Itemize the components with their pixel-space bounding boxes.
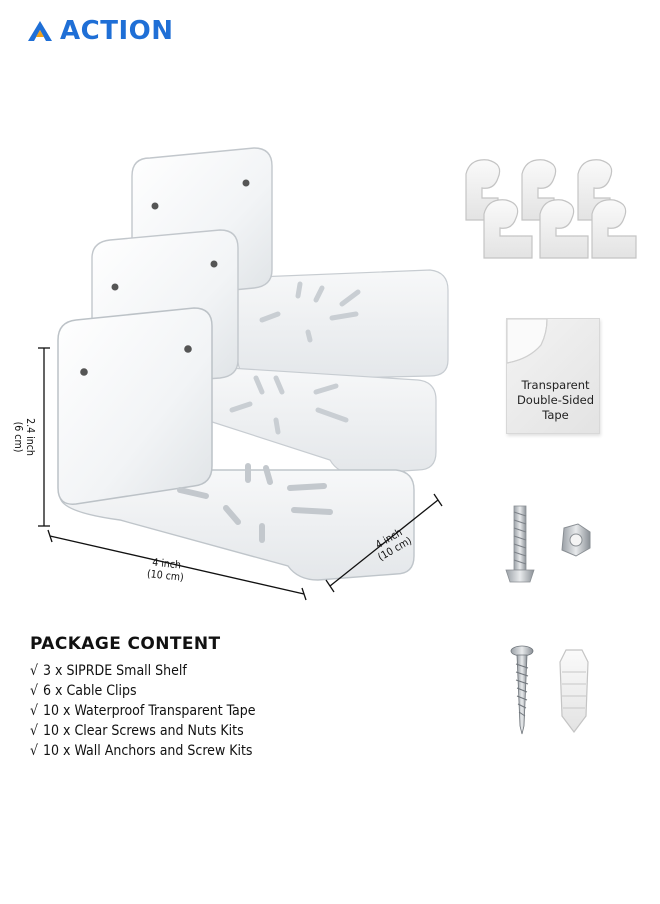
check-mark: √ — [30, 723, 39, 739]
brand: ACTION — [26, 16, 173, 46]
cable-clip-icon — [465, 159, 637, 259]
check-mark: √ — [30, 743, 39, 759]
acrylic-shelf-icon — [57, 147, 449, 581]
package-content: PACKAGE CONTENT √ 3 x SIPRDE Small Shelf… — [30, 634, 255, 761]
bolt-icon — [505, 505, 535, 583]
list-item: √ 10 x Wall Anchors and Screw Kits — [30, 743, 253, 759]
package-title: PACKAGE CONTENT — [30, 634, 221, 654]
dimension-lines — [38, 347, 443, 601]
list-item: √ 10 x Waterproof Transparent Tape — [30, 703, 256, 719]
package-list: √ 3 x SIPRDE Small Shelf √ 6 x Cable Cli… — [30, 661, 255, 761]
tape-sheet-icon — [506, 318, 600, 434]
hex-nut-icon — [561, 523, 591, 557]
brand-name: ACTION — [60, 16, 174, 46]
wood-screw-icon — [510, 645, 534, 735]
check-mark: √ — [30, 663, 39, 679]
check-mark: √ — [30, 703, 39, 719]
action-logo-icon — [28, 21, 52, 41]
list-item: √ 10 x Clear Screws and Nuts Kits — [30, 723, 244, 739]
tape-label: Transparent Double-Sided Tape — [516, 378, 595, 422]
wall-anchor-icon — [559, 649, 589, 733]
check-mark: √ — [30, 683, 39, 699]
list-item: √ 6 x Cable Clips — [30, 683, 137, 699]
list-item: √ 3 x SIPRDE Small Shelf — [30, 663, 187, 679]
dimension-height-label: 2.4 inch (6 cm) — [12, 418, 36, 456]
